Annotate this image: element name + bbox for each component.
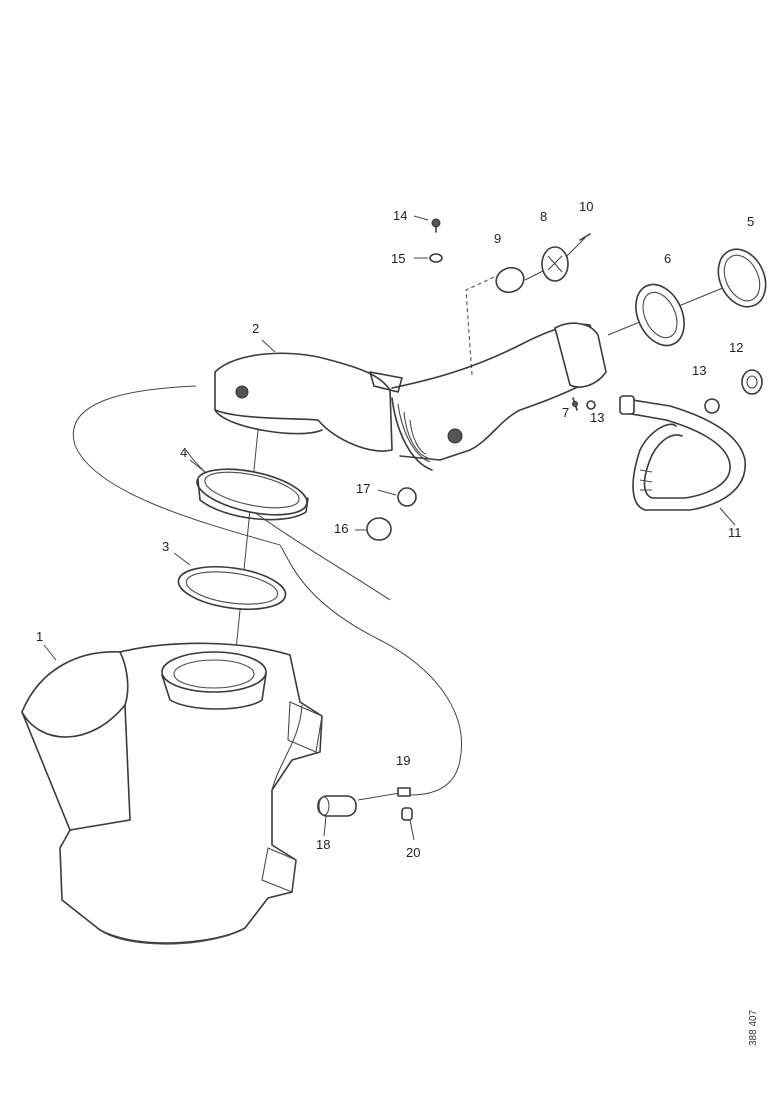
pointer-14 — [413, 215, 429, 221]
part-15-nut — [429, 253, 443, 263]
callout-2: 2 — [252, 321, 260, 336]
callout-4: 4 — [180, 445, 188, 460]
part-19-clip — [397, 787, 411, 797]
callout-15: 15 — [391, 251, 406, 266]
pointer-3 — [173, 552, 191, 566]
axis-line-9-10 — [564, 237, 586, 259]
callout-9: 9 — [494, 231, 502, 246]
callout-17: 17 — [356, 481, 371, 496]
callout-16: 16 — [334, 521, 349, 536]
callout-8: 8 — [540, 209, 548, 224]
callout-19: 19 — [396, 753, 411, 768]
part-18-sleeve — [317, 795, 357, 817]
part-8-valve-cap — [541, 246, 569, 282]
part-16-cap — [366, 517, 392, 541]
callout-10: 10 — [579, 199, 594, 214]
dashed-connector — [465, 271, 506, 376]
callout-18: 18 — [316, 837, 331, 852]
callout-12: 12 — [729, 340, 744, 355]
part-1-air-cleaner-housing — [21, 642, 323, 945]
part-13-clip-lower — [586, 400, 596, 410]
part-5-clamp — [717, 248, 767, 308]
callout-13-upper: 13 — [692, 363, 707, 378]
callout-3: 3 — [162, 539, 170, 554]
pointer-20 — [409, 819, 415, 841]
part-12-elbow-connector — [741, 369, 763, 395]
part-10-screw — [579, 233, 591, 241]
callout-13-lower: 13 — [590, 410, 605, 425]
part-11-breather-hose — [619, 395, 746, 511]
document-code: 388 407 — [748, 1009, 759, 1046]
part-6-seal — [635, 283, 685, 347]
axis-line-18-19 — [357, 792, 401, 801]
pointer-11 — [719, 507, 736, 526]
callout-5: 5 — [747, 214, 755, 229]
callout-20: 20 — [406, 845, 421, 860]
part-9-o-ring — [495, 266, 525, 294]
part-3-seal-ring — [177, 566, 287, 610]
pointer-2 — [261, 339, 276, 353]
leader-loop-2 — [279, 544, 462, 796]
callout-6: 6 — [664, 251, 672, 266]
callout-1: 1 — [36, 629, 44, 644]
pointer-4 — [189, 459, 206, 473]
leader-loop-1 — [72, 385, 281, 546]
part-20-clip — [401, 807, 413, 821]
pointer-18 — [323, 815, 327, 837]
part-13-clip-upper — [704, 398, 720, 414]
callout-14: 14 — [393, 208, 408, 223]
part-2-intake-elbow — [214, 322, 607, 471]
part-17-fitting — [397, 487, 417, 507]
part-7-plug — [572, 397, 578, 411]
pointer-17 — [377, 489, 397, 496]
pointer-1 — [43, 644, 57, 661]
part-4-clamp-ring — [196, 468, 309, 521]
callout-11: 11 — [728, 525, 742, 540]
part-14-screw — [431, 218, 441, 233]
callout-7: 7 — [562, 405, 570, 420]
